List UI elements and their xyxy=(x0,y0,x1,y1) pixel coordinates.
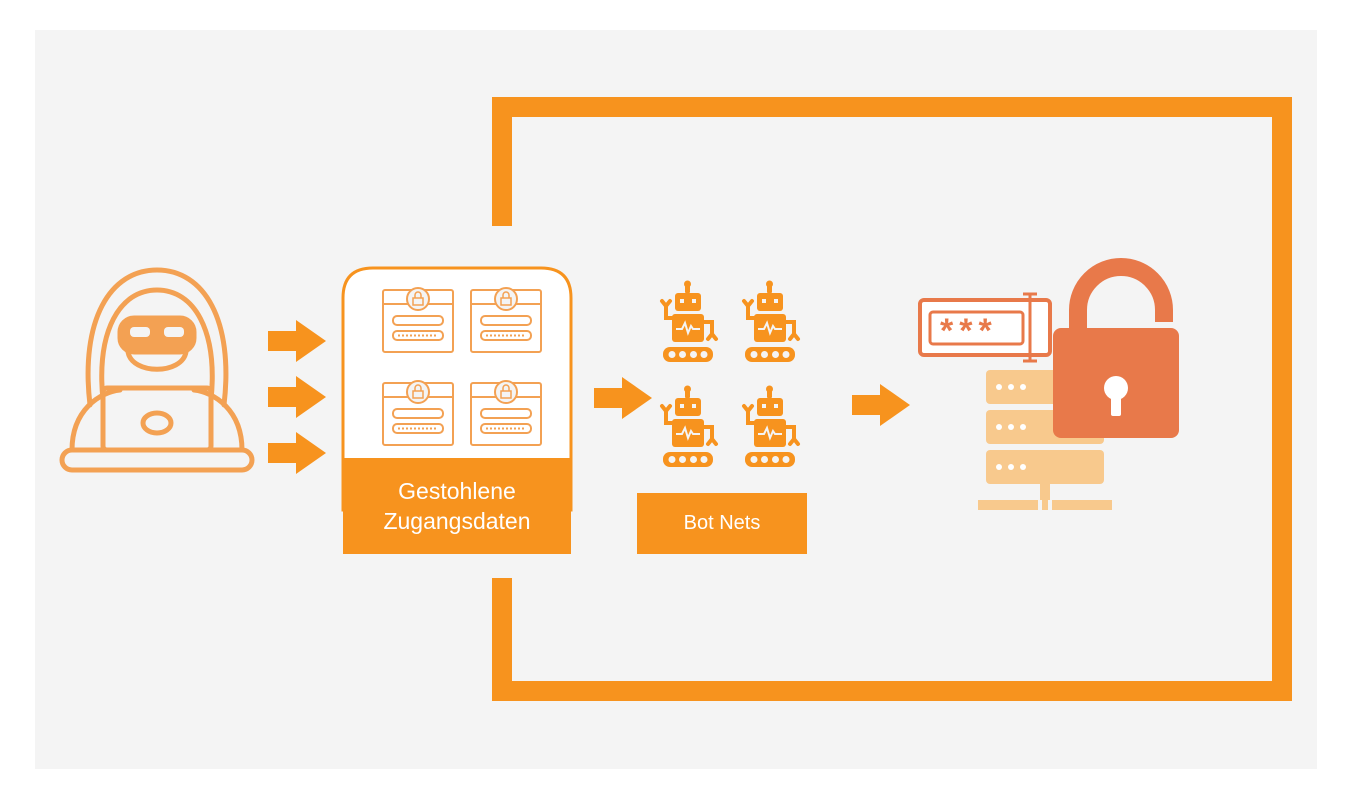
robot-icon xyxy=(742,383,800,469)
arrow-right-icon xyxy=(594,377,652,419)
return-loop-frame xyxy=(492,97,1292,701)
hacker-icon xyxy=(59,267,255,473)
arrow-right-icon xyxy=(268,432,326,474)
password-field-icon xyxy=(918,292,1052,363)
robot-icon xyxy=(742,278,800,364)
password-mask-text: *** xyxy=(940,312,998,350)
arrow-right-icon xyxy=(268,376,326,418)
robot-icon xyxy=(660,278,718,364)
credentials-box xyxy=(341,266,573,512)
bot-nets-label: Bot Nets xyxy=(637,493,807,554)
arrow-right-icon xyxy=(852,384,910,426)
arrow-right-icon xyxy=(268,320,326,362)
stolen-credentials-label: Gestohlene Zugangsdaten xyxy=(343,458,571,554)
open-padlock-icon xyxy=(1053,258,1179,438)
robot-icon xyxy=(660,383,718,469)
